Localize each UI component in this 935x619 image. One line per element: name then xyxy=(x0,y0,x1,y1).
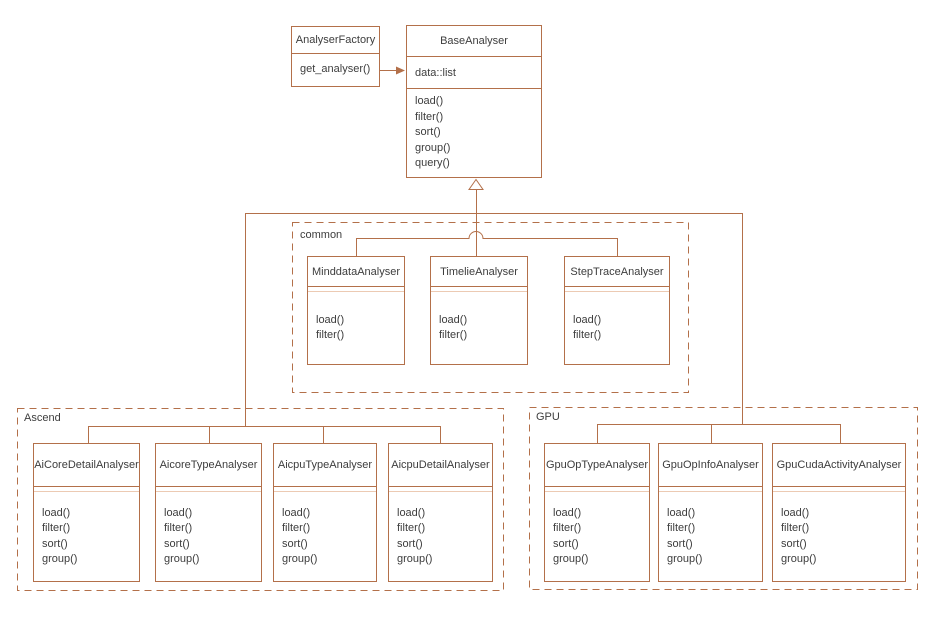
class-box-gpucudaactivityanalyser: GpuCudaActivityAnalyser load() filter() … xyxy=(772,443,906,582)
method-label: get_analyser() xyxy=(300,63,371,76)
class-name: AicoreTypeAnalyser xyxy=(159,459,258,471)
gpu-connector xyxy=(597,424,841,443)
divider xyxy=(34,486,139,492)
group-label-ascend: Ascend xyxy=(24,412,61,424)
class-methods: load() filter() sort() group() xyxy=(659,492,762,581)
method-label: load() xyxy=(667,506,696,519)
class-name: GpuCudaActivityAnalyser xyxy=(776,459,902,471)
method-label: sort() xyxy=(667,537,693,550)
class-methods: load() filter() xyxy=(431,292,527,364)
method-label: sort() xyxy=(553,537,579,550)
class-name: MinddataAnalyser xyxy=(311,265,401,278)
class-name: StepTraceAnalyser xyxy=(570,265,664,278)
method-label: filter() xyxy=(42,522,71,534)
class-methods: load() filter() sort() group() xyxy=(156,492,261,581)
method-label: group() xyxy=(42,553,78,565)
common-connector xyxy=(356,231,618,256)
method-label: filter() xyxy=(781,522,810,534)
class-box-gpuopinfoanalyser: GpuOpInfoAnalyser load() filter() sort()… xyxy=(658,443,763,582)
attribute-label: data::list xyxy=(415,66,456,79)
method-label: group() xyxy=(164,553,200,565)
divider xyxy=(274,486,376,492)
arrowhead-icon xyxy=(396,66,405,75)
method-label: sort() xyxy=(415,126,441,139)
divider xyxy=(308,286,404,292)
class-box-aicputypeanalyser: AicpuTypeAnalyser load() filter() sort()… xyxy=(273,443,377,582)
method-label: filter() xyxy=(316,329,345,341)
class-name: AnalyserFactory xyxy=(295,34,376,46)
class-methods: load() filter() xyxy=(565,292,669,364)
divider xyxy=(407,56,541,57)
class-name: AicpuTypeAnalyser xyxy=(277,459,373,471)
class-box-aicoretypeanalyser: AicoreTypeAnalyser load() filter() sort(… xyxy=(155,443,262,582)
class-box-aicpudetailanalyser: AicpuDetailAnalyser load() filter() sort… xyxy=(388,443,493,582)
method-label: sort() xyxy=(282,537,308,550)
method-label: sort() xyxy=(781,537,807,550)
class-box-analyserfactory: AnalyserFactory get_analyser() xyxy=(291,26,380,87)
class-attributes: data::list xyxy=(407,57,541,89)
class-box-gpuoptypeanalyser: GpuOpTypeAnalyser load() filter() sort()… xyxy=(544,443,650,582)
class-box-minddataanalyser: MinddataAnalyser load() filter() xyxy=(307,256,405,365)
class-name: GpuOpInfoAnalyser xyxy=(662,459,759,471)
method-label: load() xyxy=(282,506,311,519)
method-label: load() xyxy=(164,506,193,519)
method-label: load() xyxy=(415,95,444,108)
divider xyxy=(773,486,905,492)
method-label: group() xyxy=(553,553,589,565)
class-box-steptraceanalyser: StepTraceAnalyser load() filter() xyxy=(564,256,670,365)
class-methods: load() filter() sort() group() query() xyxy=(407,89,541,177)
method-label: filter() xyxy=(397,522,426,534)
divider xyxy=(156,486,261,492)
class-name: TimelieAnalyser xyxy=(440,265,518,278)
class-name: AiCoreDetailAnalyser xyxy=(34,459,139,471)
method-label: load() xyxy=(553,506,582,519)
method-label: load() xyxy=(397,506,426,519)
divider xyxy=(389,486,492,492)
method-label: filter() xyxy=(553,522,582,534)
class-name: GpuOpTypeAnalyser xyxy=(545,459,649,471)
class-methods: load() filter() sort() group() xyxy=(34,492,139,581)
class-methods: load() filter() sort() group() xyxy=(389,492,492,581)
method-label: group() xyxy=(781,553,817,565)
divider xyxy=(431,286,527,292)
method-label: load() xyxy=(42,506,71,519)
method-label: load() xyxy=(439,313,468,326)
class-methods: load() filter() sort() group() xyxy=(545,492,649,581)
class-methods: load() filter() sort() group() xyxy=(274,492,376,581)
method-label: sort() xyxy=(42,537,68,550)
method-label: load() xyxy=(781,506,810,519)
group-label-gpu: GPU xyxy=(536,411,560,423)
divider xyxy=(565,286,669,292)
class-methods: get_analyser() xyxy=(292,54,379,86)
divider xyxy=(292,53,379,54)
method-label: sort() xyxy=(397,537,423,550)
method-label: query() xyxy=(415,157,450,170)
method-label: filter() xyxy=(573,329,602,341)
class-box-aicoredetailanalyser: AiCoreDetailAnalyser load() filter() sor… xyxy=(33,443,140,582)
inheritance-triangle-icon xyxy=(468,178,484,190)
group-label-common: common xyxy=(300,229,343,241)
class-methods: load() filter() sort() group() xyxy=(773,492,905,581)
divider xyxy=(545,486,649,492)
method-label: group() xyxy=(282,553,318,565)
method-label: group() xyxy=(415,141,451,154)
method-label: sort() xyxy=(164,537,190,550)
divider xyxy=(659,486,762,492)
method-label: group() xyxy=(667,553,703,565)
method-label: filter() xyxy=(439,329,468,341)
ascend-connector xyxy=(88,426,441,443)
method-label: group() xyxy=(397,553,433,565)
method-label: filter() xyxy=(667,522,696,534)
class-name: BaseAnalyser xyxy=(440,35,508,47)
method-label: filter() xyxy=(282,522,311,534)
class-name: AicpuDetailAnalyser xyxy=(391,459,490,471)
method-label: load() xyxy=(573,313,602,326)
class-methods: load() filter() xyxy=(308,292,404,364)
class-box-timelieanalyser: TimelieAnalyser load() filter() xyxy=(430,256,528,365)
class-box-baseanalyser: BaseAnalyser data::list load() filter() … xyxy=(406,25,542,178)
method-label: load() xyxy=(316,313,345,326)
method-label: filter() xyxy=(415,110,444,123)
method-label: filter() xyxy=(164,522,193,534)
